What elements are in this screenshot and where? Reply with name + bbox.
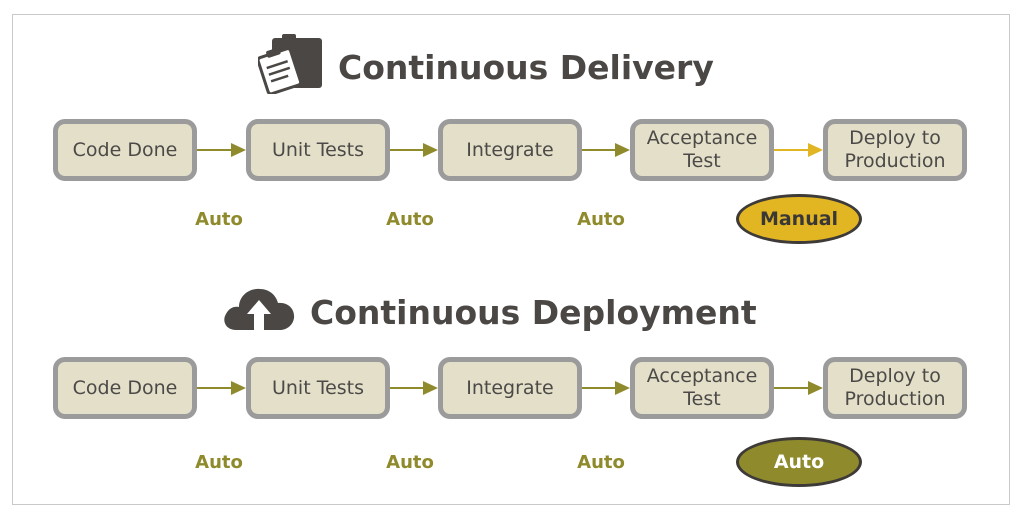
deployment-arrow-4 [774,381,823,395]
clipboard-icon [256,32,324,102]
delivery-title-text: Continuous Delivery [338,47,714,87]
deployment-arrow-3 [582,381,630,395]
delivery-label-2: Auto [386,209,434,230]
delivery-step-code-done: Code Done [53,119,197,181]
deployment-step-deploy: Deploy to Production [823,357,967,419]
deployment-auto-badge: Auto [736,437,862,487]
deployment-label-2: Auto [386,452,434,473]
deployment-step-unit-tests: Unit Tests [246,357,390,419]
delivery-label-3: Auto [577,209,625,230]
deployment-step-code-done: Code Done [53,357,197,419]
cloud-upload-icon [222,284,296,340]
deployment-arrow-2 [390,381,438,395]
deployment-label-3: Auto [577,452,625,473]
delivery-step-unit-tests: Unit Tests [246,119,390,181]
delivery-step-deploy: Deploy to Production [823,119,967,181]
delivery-arrow-4 [774,143,823,157]
deployment-title-text: Continuous Deployment [310,292,757,332]
deployment-label-1: Auto [195,452,243,473]
delivery-arrow-2 [390,143,438,157]
diagram-frame [12,14,1010,505]
delivery-step-integrate: Integrate [438,119,582,181]
deployment-step-integrate: Integrate [438,357,582,419]
delivery-arrow-3 [582,143,630,157]
delivery-manual-badge: Manual [736,194,862,244]
delivery-title: Continuous Delivery [256,32,714,102]
delivery-label-1: Auto [195,209,243,230]
delivery-step-acceptance-test: Acceptance Test [630,119,774,181]
delivery-arrow-1 [197,143,246,157]
deployment-arrow-1 [197,381,246,395]
deployment-title: Continuous Deployment [222,284,757,340]
deployment-step-acceptance-test: Acceptance Test [630,357,774,419]
